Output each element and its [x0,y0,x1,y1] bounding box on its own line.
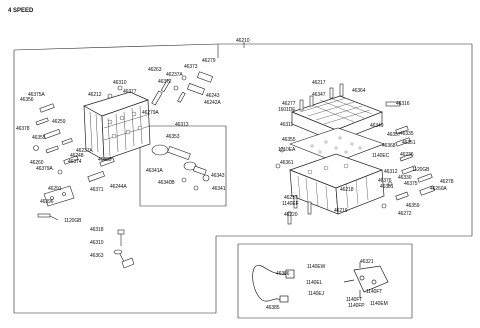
part-number-callout: 46316 [396,101,410,107]
assembly-frame [13,43,473,314]
part-number-callout: 46212 [88,92,102,98]
part-number-callout: 46279A [142,110,159,116]
part-number-callout: 46310 [90,240,104,246]
part-number-callout: 46355 [282,137,296,143]
part-number-callout: 46341A [146,168,163,174]
part-number-callout: 46340B [158,180,175,186]
part-number-callout: 46356 [20,97,34,103]
part-number-callout: 1140FT [366,289,383,295]
part-number-callout: 1140EM [370,301,388,307]
part-number-callout: 46243 [206,93,220,99]
right-valve-body-lower [288,153,385,215]
sensor-harness [252,262,389,303]
part-number-callout: 1140EF [282,201,299,207]
part-number-callout: 46371 [90,187,104,193]
part-number-callout: 46260A [430,186,447,192]
part-number-callout: 46217 [312,80,326,86]
part-number-callout: 46361 [280,160,294,166]
part-number-callout: 46237A [76,148,93,154]
part-number-callout: 46396 [40,199,54,205]
part-number-callout: 46381 [380,184,394,190]
sensor-box [237,243,413,319]
part-number-callout: 1601DE [278,107,296,113]
part-number-callout: 46278 [440,179,454,185]
part-number-callout: 1140FP [348,303,365,309]
bracket-46291 [37,185,75,221]
part-number-callout: 46217 [284,195,298,201]
part-number-callout: 46321 [360,259,374,265]
right-small-parts [275,83,435,225]
part-number-callout: 46330 [398,175,412,181]
part-number-callout: 46368 [382,143,396,149]
part-number-callout: 46263 [148,67,162,73]
part-number-callout: 1140EC [372,153,390,159]
part-number-callout: 46375 [404,181,418,187]
part-number-callout: 46375A [28,92,45,98]
part-number-callout: 46372 [158,79,172,85]
part-number-callout: 46341 [212,186,226,192]
part-number-callout: 46244A [110,184,127,190]
part-number-callout: 46374 [68,159,82,165]
part-number-callout: 46260 [30,160,44,166]
part-number-callout: 46259 [52,119,66,125]
part-number-callout: 46357 [387,132,401,138]
variant-title: 4 SPEED [8,8,34,14]
part-number-callout: 46359 [406,203,420,209]
part-number-callout: 1210EA [278,147,296,153]
part-number-callout: 46389 [98,157,112,163]
part-number-callout: 46386 [276,271,290,277]
part-number-callout: 46355 [32,135,46,141]
part-number-callout: 46377 [123,89,137,95]
part-number-callout: 46379A [36,166,53,172]
part-number-callout: 1140EL [306,280,323,286]
part-number-callout: 46364 [352,88,366,94]
part-number-callout: 1140EW [307,264,326,270]
part-number-callout: 46318 [90,227,104,233]
separator-plate [289,127,385,163]
part-number-callout: 1140EJ [308,291,324,297]
part-number-callout: 46310 [113,80,127,86]
part-number-callout: 46218 [340,187,354,193]
part-number-callout: 46291 [48,186,62,192]
part-number-callout: 1120GB [412,167,430,173]
part-number-callout: 46353 [166,134,180,140]
part-number-callout: 46373 [184,64,198,70]
part-number-callout: 46363 [90,253,104,259]
part-number-callout: 46385 [266,305,280,311]
subassembly-box [139,125,227,207]
part-number-callout: 46347 [312,92,326,98]
left-valve-body [83,91,151,161]
part-number-callout: 46312 [384,169,398,175]
part-number-callout: 1120GB [64,218,82,224]
part-number-callout: 46248 [70,153,84,159]
subassembly-parts [151,144,210,191]
part-number-callout: 46220 [284,212,298,218]
part-number-callout: 46277 [282,101,296,107]
part-number-callout: 46313 [175,122,189,128]
part-number-callout: 46335 [400,131,414,137]
part-number-callout: 46236 [400,152,414,158]
part-number-callout: 46311 [280,122,294,128]
part-number-callout: 46242A [204,100,221,106]
left-small-parts [33,71,213,182]
part-number-callout: 46351 [402,140,416,146]
part-number-callout: 46376 [378,178,392,184]
part-number-callout: 46279 [202,58,216,64]
assembly-ref-label: 46210 [236,38,250,44]
part-number-callout: 46219 [334,208,348,214]
part-number-callout: 46343 [211,173,225,179]
part-number-callout: 46272 [398,211,412,217]
part-number-callout: 46237A [166,72,183,78]
part-number-callout: 46378 [16,126,30,132]
part-number-callout: 46349 [370,123,384,129]
bolt-stack [113,229,135,269]
part-number-callout: 1140FT [346,297,363,303]
